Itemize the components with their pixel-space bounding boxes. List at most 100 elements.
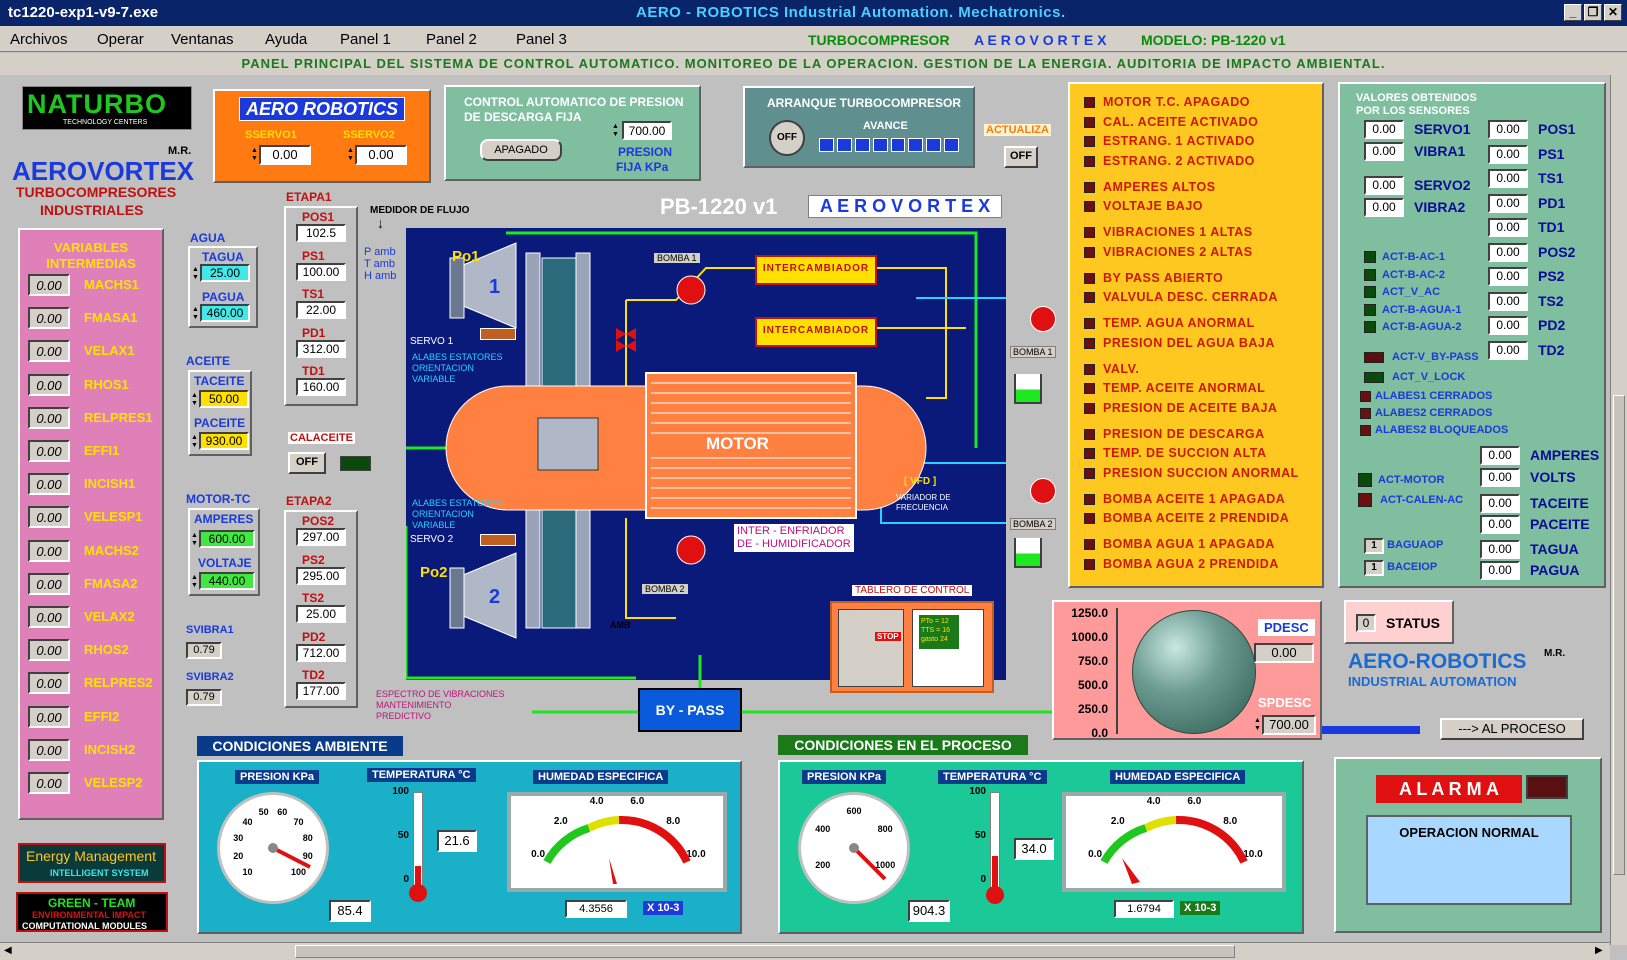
menu-panel2[interactable]: Panel 2 — [426, 31, 477, 48]
pagua-spinner[interactable]: ▲▼ — [192, 306, 199, 321]
sensor-value[interactable]: 0.00 — [1480, 446, 1520, 465]
close-button[interactable]: ✕ — [1604, 4, 1622, 21]
calaceite-button[interactable]: OFF — [288, 452, 326, 474]
tagua-input[interactable]: 25.00 — [200, 264, 250, 282]
etapa1-field-input[interactable]: 160.00 — [296, 378, 346, 396]
pdesc-value[interactable]: 0.00 — [1254, 643, 1314, 663]
al-proceso-button[interactable]: ---> AL PROCESO — [1440, 718, 1584, 740]
etapa1-field-input[interactable]: 312.00 — [296, 339, 346, 358]
presion-fija-input[interactable]: 700.00 — [622, 121, 672, 140]
taceite-spinner[interactable]: ▲▼ — [191, 392, 198, 407]
variable-value[interactable]: 0.00 — [28, 738, 70, 761]
presion-fija-spinner[interactable]: ▲▼ — [612, 123, 619, 138]
variable-value[interactable]: 0.00 — [28, 572, 70, 595]
sensor-value[interactable]: 0.00 — [1488, 291, 1528, 311]
scroll-right-icon[interactable]: ▶ — [1595, 945, 1603, 956]
sensor-value[interactable]: 0.00 — [1488, 144, 1528, 164]
horizontal-scrollbar[interactable]: ◀ ▶ — [0, 942, 1610, 960]
variable-value[interactable]: 0.00 — [28, 705, 70, 728]
sservo2-input[interactable]: 0.00 — [355, 145, 407, 165]
menu-panel3[interactable]: Panel 3 — [516, 31, 567, 48]
sensor-value[interactable]: 0.00 — [1488, 193, 1528, 213]
variable-value[interactable]: 0.00 — [28, 307, 70, 330]
sensor-label: TD1 — [1538, 219, 1565, 235]
amperes-spinner[interactable]: ▲▼ — [191, 532, 198, 547]
baguaop-input[interactable]: 1 — [1364, 538, 1384, 554]
sensor-value[interactable]: 0.00 — [1488, 218, 1528, 237]
scroll-left-icon[interactable]: ◀ — [4, 945, 12, 956]
maximize-button[interactable]: ❐ — [1584, 4, 1602, 21]
dial-tick: 80 — [302, 832, 313, 843]
etapa2-field-input[interactable]: 177.00 — [296, 682, 346, 700]
menu-operar[interactable]: Operar — [97, 31, 144, 48]
svibra2-input[interactable]: 0.79 — [186, 689, 222, 706]
menu-ventanas[interactable]: Ventanas — [171, 31, 234, 48]
paceite-spinner[interactable]: ▲▼ — [191, 434, 198, 449]
variable-value[interactable]: 0.00 — [28, 473, 70, 496]
sservo1-input[interactable]: 0.00 — [259, 145, 311, 165]
tagua-spinner[interactable]: ▲▼ — [192, 266, 199, 281]
etapa1-field-input[interactable]: 100.00 — [296, 262, 346, 281]
sensor-value[interactable]: 0.00 — [1480, 561, 1520, 580]
spdesc-spinner[interactable]: ▲▼ — [1254, 717, 1261, 732]
variable-value[interactable]: 0.00 — [28, 373, 70, 396]
sservo1-spinner[interactable]: ▲▼ — [251, 147, 258, 162]
menu-panel1[interactable]: Panel 1 — [340, 31, 391, 48]
vertical-scrollbar[interactable] — [1610, 75, 1627, 945]
baceiop-input[interactable]: 1 — [1364, 560, 1384, 576]
tank-tick: 750.0 — [1077, 654, 1108, 668]
variable-value[interactable]: 0.00 — [28, 440, 70, 462]
sensor-value[interactable]: 0.00 — [1488, 267, 1528, 286]
sensor-value[interactable]: 0.00 — [1364, 198, 1404, 217]
etapa2-field-input[interactable]: 25.00 — [296, 605, 346, 623]
sensor-value[interactable]: 0.00 — [1488, 242, 1528, 262]
sensor-value[interactable]: 0.00 — [1364, 176, 1404, 195]
taceite-input[interactable]: 50.00 — [199, 390, 249, 408]
minimize-button[interactable]: _ — [1564, 4, 1582, 21]
etapa1-field-input[interactable]: 22.00 — [296, 301, 346, 319]
etapa1-field-input[interactable]: 102.5 — [296, 224, 346, 242]
sensor-value[interactable]: 0.00 — [1488, 316, 1528, 335]
sensor-value[interactable]: 0.00 — [1364, 120, 1404, 139]
sensor-value[interactable]: 0.00 — [1480, 494, 1520, 513]
variable-value[interactable]: 0.00 — [28, 406, 70, 429]
voltaje-input[interactable]: 440.00 — [199, 572, 255, 590]
apagado-button[interactable]: APAGADO — [480, 139, 562, 161]
variable-value[interactable]: 0.00 — [28, 772, 70, 794]
sensor-value[interactable]: 0.00 — [1488, 340, 1528, 360]
voltaje-spinner[interactable]: ▲▼ — [191, 574, 198, 589]
sensor-value[interactable]: 0.00 — [1480, 468, 1520, 487]
svibra1-input[interactable]: 0.79 — [186, 642, 222, 659]
sservo2-spinner[interactable]: ▲▼ — [347, 147, 354, 162]
menu-ayuda[interactable]: Ayuda — [265, 31, 308, 48]
hscroll-thumb[interactable] — [295, 945, 1235, 958]
variable-value[interactable]: 0.00 — [28, 340, 70, 363]
bypass-button[interactable]: BY - PASS — [638, 688, 742, 732]
amperes-input[interactable]: 600.00 — [199, 530, 255, 548]
diagram-brand: A E R O V O R T E X — [808, 195, 1002, 218]
variable-value[interactable]: 0.00 — [28, 639, 70, 662]
status-value[interactable]: 0 — [1356, 614, 1376, 632]
variable-value[interactable]: 0.00 — [28, 506, 70, 529]
sensor-value[interactable]: 0.00 — [1364, 142, 1404, 161]
sensor-value[interactable]: 0.00 — [1488, 169, 1528, 188]
spdesc-input[interactable]: 700.00 — [1262, 715, 1316, 735]
sensor-value[interactable]: 0.00 — [1480, 515, 1520, 534]
arranque-knob[interactable]: OFF — [769, 120, 805, 156]
variable-value[interactable]: 0.00 — [28, 672, 70, 695]
sensor-value[interactable]: 0.00 — [1480, 540, 1520, 559]
menu-archivos[interactable]: Archivos — [10, 31, 68, 48]
actualiza-button[interactable]: OFF — [1004, 146, 1038, 168]
pagua-input[interactable]: 460.00 — [200, 304, 250, 322]
etapa2-field-input[interactable]: 712.00 — [296, 643, 346, 662]
etapa2-field-input[interactable]: 295.00 — [296, 566, 346, 585]
etapa2-field-input[interactable]: 297.00 — [296, 528, 346, 546]
scroll-thumb[interactable] — [1613, 395, 1625, 875]
variable-value[interactable]: 0.00 — [28, 274, 70, 296]
variable-value[interactable]: 0.00 — [28, 539, 70, 562]
sensor-value[interactable]: 0.00 — [1488, 120, 1528, 139]
variable-value[interactable]: 0.00 — [28, 606, 70, 628]
stop-button[interactable]: STOP — [875, 632, 901, 641]
paceite-input[interactable]: 930.00 — [199, 432, 249, 450]
